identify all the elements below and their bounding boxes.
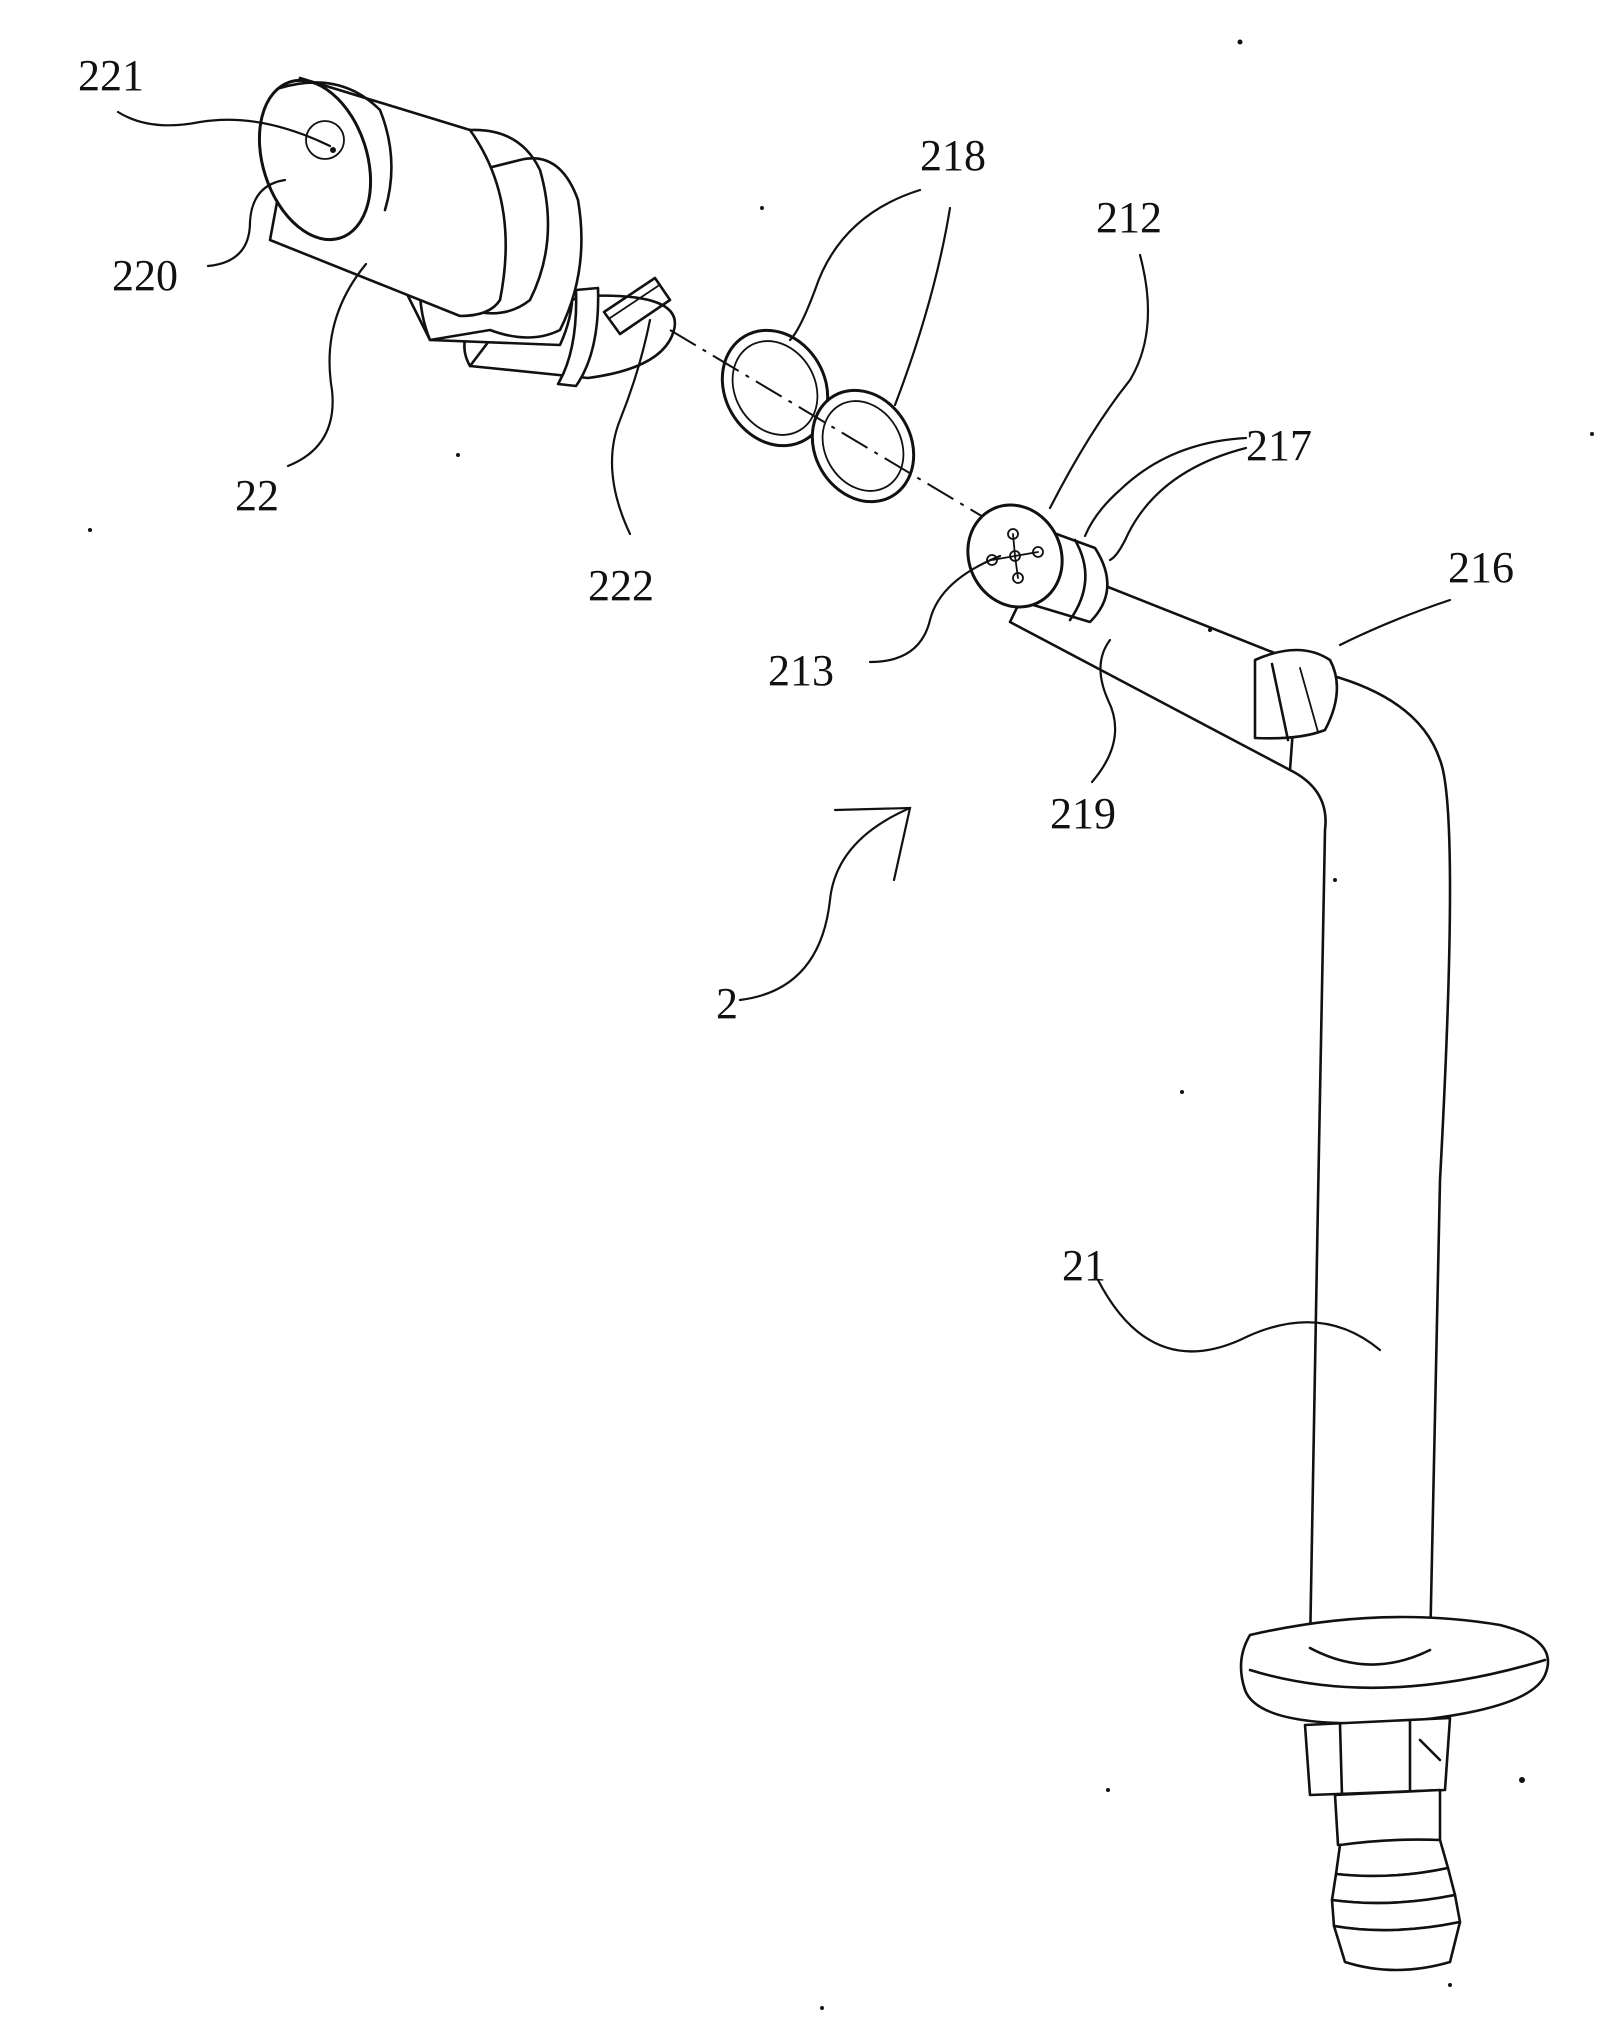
label-218: 218 — [920, 131, 986, 180]
label-212: 212 — [1096, 193, 1162, 242]
label-213: 213 — [768, 646, 834, 695]
label-221: 221 — [78, 51, 144, 100]
label-22: 22 — [235, 471, 279, 520]
label-21: 21 — [1062, 1241, 1106, 1290]
label-217: 217 — [1246, 421, 1312, 470]
tube — [951, 489, 1548, 1970]
nozzle-head — [240, 66, 675, 386]
label-220: 220 — [112, 251, 178, 300]
label-219: 219 — [1050, 789, 1116, 838]
label-2: 2 — [716, 979, 738, 1028]
label-216: 216 — [1448, 543, 1514, 592]
label-222: 222 — [588, 561, 654, 610]
o-rings — [702, 311, 934, 520]
